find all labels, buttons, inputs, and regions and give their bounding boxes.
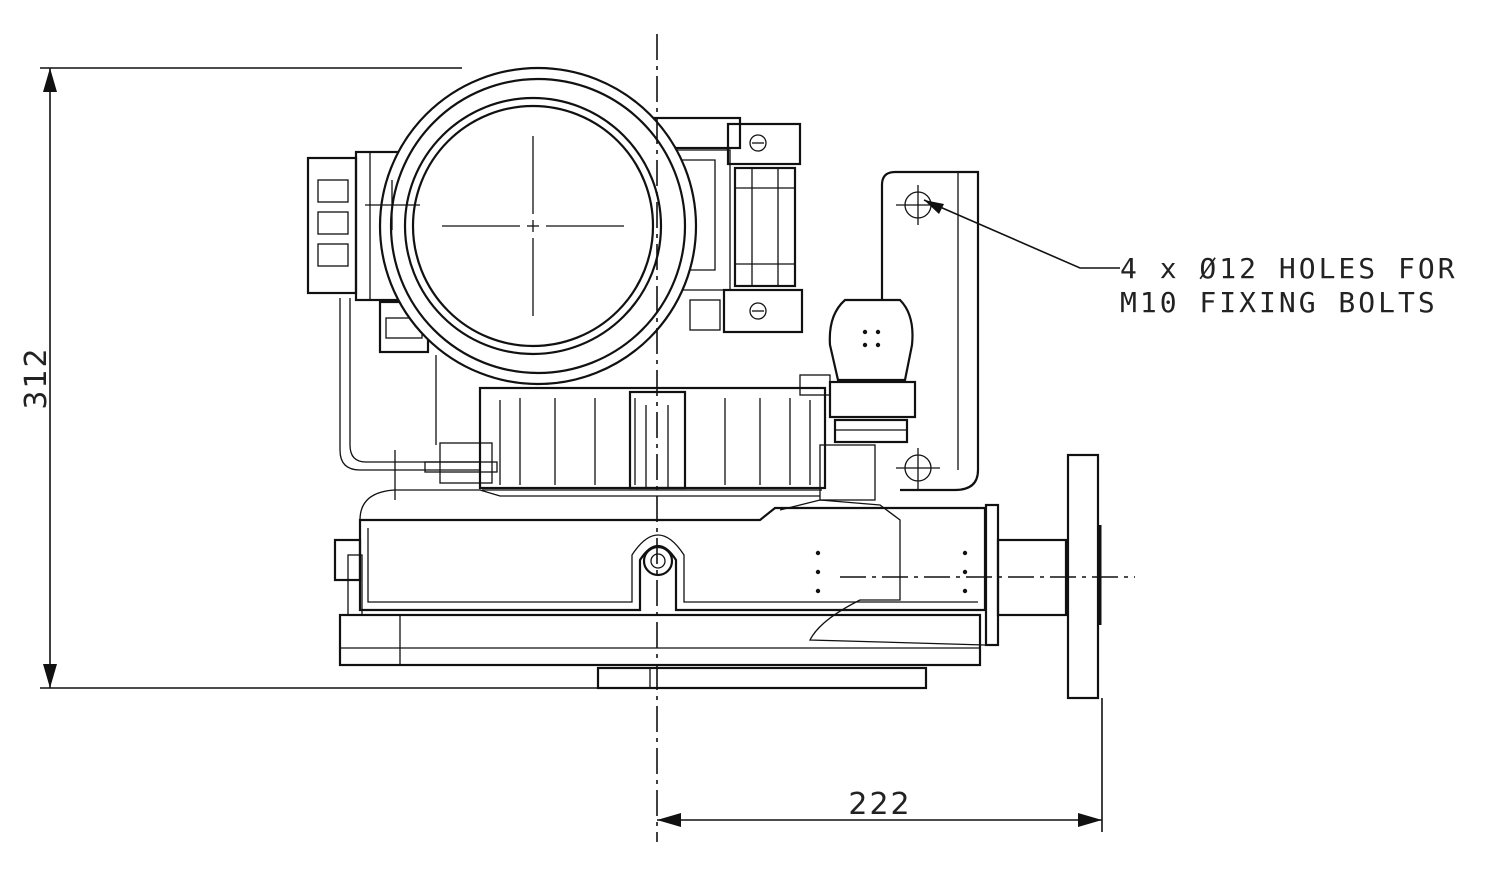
height-dimension-label: 312 [19, 346, 54, 409]
left-connector [306, 150, 480, 471]
mounting-bracket [880, 170, 980, 492]
height-dimension: 312 [19, 67, 598, 689]
motor-block [424, 386, 827, 491]
housing-bolt [642, 545, 674, 577]
callout-line-2: M10 FIXING BOLTS [1120, 286, 1438, 319]
offset-dimension: 222 [657, 698, 1103, 832]
cable-gland [799, 298, 917, 501]
base-housing [333, 489, 987, 690]
callout-line-1: 4 x Ø12 HOLES FOR [1120, 252, 1458, 285]
output-shaft [815, 453, 1135, 700]
handwheel [365, 66, 698, 386]
hole-callout: 4 x Ø12 HOLES FOR M10 FIXING BOLTS [923, 199, 1458, 319]
offset-dimension-label: 222 [848, 787, 911, 822]
